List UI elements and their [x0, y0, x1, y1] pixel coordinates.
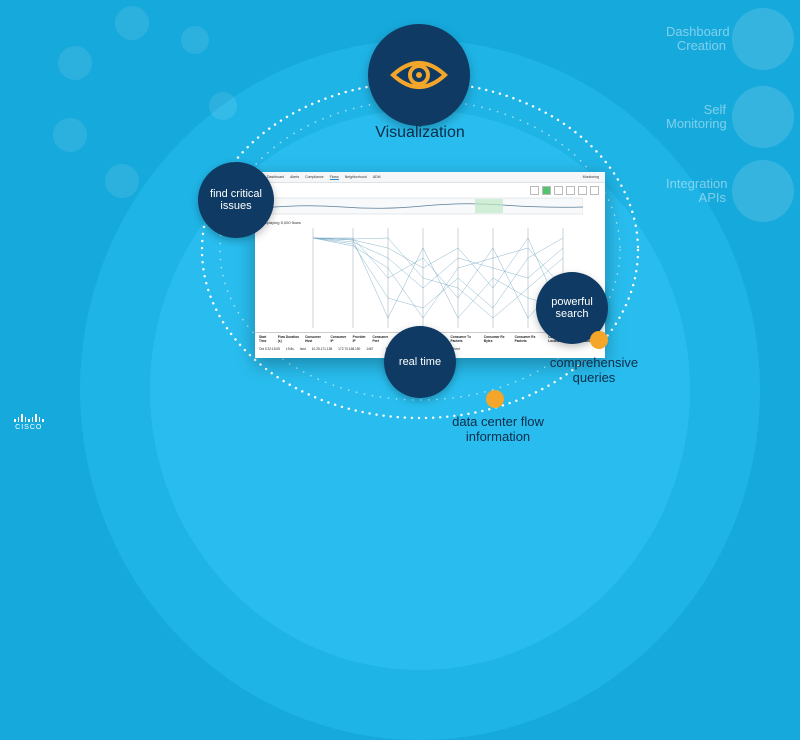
- arrow-icon: [115, 6, 149, 40]
- table-cell: 172.70.168.190: [338, 347, 361, 351]
- dashboard-nav: Dashboard Alerts Compliance Flows Neighb…: [255, 172, 605, 183]
- eye-icon: [390, 61, 448, 89]
- table-header[interactable]: Consumer Tx Packets: [450, 335, 471, 343]
- pause-button[interactable]: [542, 186, 551, 195]
- nav-dashboard[interactable]: Dashboard: [267, 175, 285, 179]
- powerful-search-bubble: powerful search: [536, 272, 608, 344]
- network-icon: [58, 46, 92, 80]
- orange-dot: [486, 390, 504, 408]
- find-issues-bubble: find critical issues: [198, 162, 274, 238]
- comprehensive-queries-caption: comprehensive queries: [549, 355, 639, 385]
- cisco-wordmark: CISCO: [15, 424, 43, 431]
- bubble-label: find critical issues: [210, 188, 262, 212]
- expand-button[interactable]: [578, 186, 587, 195]
- target-icon: [181, 26, 209, 54]
- faded-download-item: [50, 118, 90, 155]
- data-center-caption: data center flow information: [452, 414, 544, 444]
- visualization-circle: [368, 24, 470, 126]
- refresh-button[interactable]: [590, 186, 599, 195]
- nav-adm[interactable]: ADM: [372, 175, 381, 179]
- faded-arrow-item: [112, 6, 152, 43]
- rows-count: Displaying 5,000 flows: [261, 220, 301, 225]
- grid-view-button[interactable]: [554, 186, 563, 195]
- cisco-logo: CISCO: [14, 414, 44, 431]
- table-header[interactable]: Flow Duration (s): [277, 335, 299, 343]
- timeline-chart[interactable]: [263, 196, 583, 218]
- table-header[interactable]: Provider IP: [352, 335, 366, 343]
- nav-neighborhood[interactable]: Neighborhood: [344, 175, 367, 179]
- faded-hierarchy-item: [102, 164, 142, 201]
- orange-dot: [590, 331, 608, 349]
- table-header[interactable]: Consumer Rx Packets: [514, 335, 536, 343]
- grid-icon: [732, 160, 794, 222]
- faded-barcode-item: [206, 92, 240, 123]
- faded-network-item: [55, 46, 95, 83]
- table-header[interactable]: Consumer Port: [372, 335, 389, 343]
- nav-flows[interactable]: Flows: [329, 174, 339, 180]
- visualization-title: Visualization: [375, 124, 465, 141]
- table-cell: 19.8s: [285, 347, 294, 351]
- hierarchy-icon: [105, 164, 139, 198]
- table-cell: Ghent: [451, 347, 460, 351]
- view-toolbar: [530, 186, 599, 195]
- bubble-label: powerful search: [551, 296, 593, 320]
- feature-dashboard-creation: Dashboard Creation: [666, 8, 794, 70]
- bar-chart-icon: [732, 8, 794, 70]
- nav-alerts[interactable]: Alerts: [290, 175, 300, 179]
- barcode-icon: [209, 92, 237, 120]
- table-header[interactable]: Start Time: [259, 335, 267, 343]
- play-button[interactable]: [530, 186, 539, 195]
- faded-target-item: [178, 26, 212, 57]
- feature-self-monitoring: Self Monitoring: [666, 86, 794, 148]
- feature-integration-apis: Integration APIs: [666, 160, 794, 222]
- nav-compliance[interactable]: Compliance: [305, 175, 324, 179]
- real-time-bubble: real time: [384, 326, 456, 398]
- table-header[interactable]: Consumer Rx Bytes: [483, 335, 505, 343]
- table-cell: 1467: [366, 347, 374, 351]
- download-icon: [53, 118, 87, 152]
- table-header[interactable]: Consumer Host: [305, 335, 321, 343]
- monitoring-filter[interactable]: Monitoring: [582, 175, 599, 179]
- feature-label: Dashboard Creation: [666, 24, 730, 53]
- table-cell: 10.25.171.138: [311, 347, 333, 351]
- parallel-coordinates-chart[interactable]: [273, 228, 593, 330]
- speedometer-icon: [732, 86, 794, 148]
- feature-label: Integration APIs: [666, 176, 728, 205]
- table-header[interactable]: Consumer IP: [330, 335, 347, 343]
- table-cell: host: [299, 347, 306, 351]
- bubble-label: real time: [398, 356, 442, 368]
- feature-label: Self Monitoring: [666, 102, 727, 131]
- table-cell: Oct 5 22:15:05: [259, 347, 280, 351]
- gear-button[interactable]: [566, 186, 575, 195]
